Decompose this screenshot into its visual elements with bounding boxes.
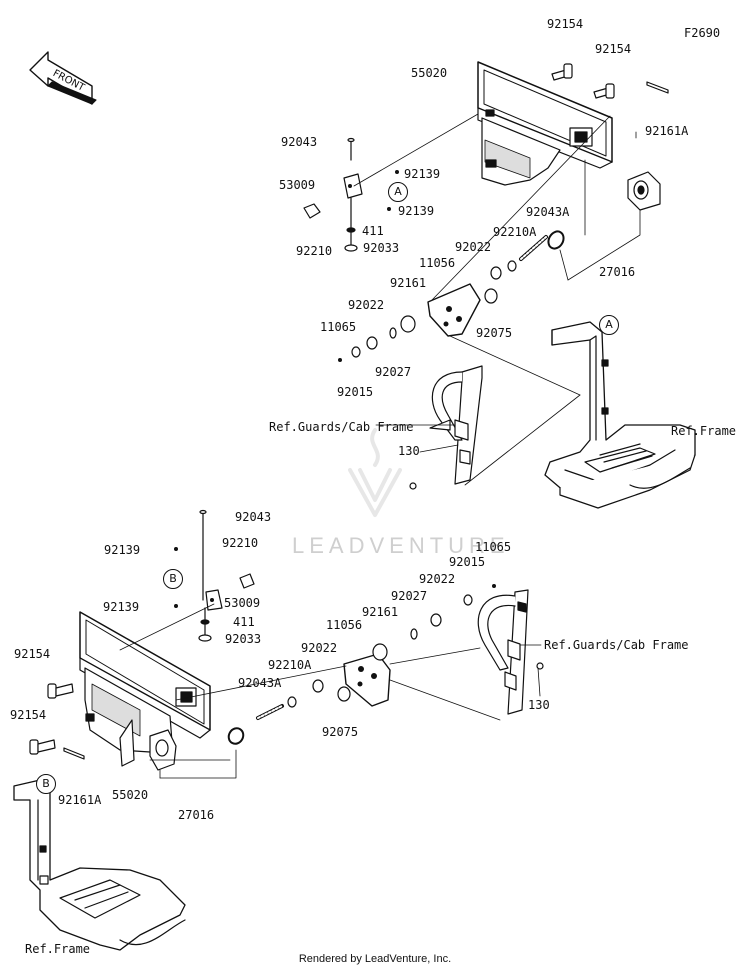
label-ref-frame-top: Ref.Frame [671, 424, 737, 438]
label-92139-d: 92139 [103, 600, 140, 614]
label-130-bot: 130 [528, 698, 550, 712]
knob-27016-top [547, 171, 661, 250]
label-92027-bot: 92027 [391, 589, 428, 603]
guard-arm-bottom [477, 589, 544, 715]
label-92161-top: 92161 [390, 276, 427, 290]
label-92154-c: 92154 [14, 647, 51, 661]
label-92022-b: 92022 [348, 298, 385, 312]
callout-b-top: B [163, 569, 183, 589]
frame-b [13, 779, 186, 951]
label-92043-bot: 92043 [235, 510, 272, 524]
label-11056-bot: 11056 [326, 618, 363, 632]
label-92075-bot: 92075 [322, 725, 359, 739]
label-55020-bot: 55020 [112, 788, 149, 802]
label-92210-bot: 92210 [222, 536, 259, 550]
label-92027-top: 92027 [375, 365, 412, 379]
label-55020-top: 55020 [411, 66, 448, 80]
shaft-92043a-bottom [256, 704, 284, 720]
front-arrow-icon: FRONT [29, 51, 97, 105]
label-92033-top: 92033 [363, 241, 400, 255]
label-92139-b: 92139 [398, 204, 435, 218]
guard-arm-top [409, 365, 483, 490]
label-92033-bot: 92033 [225, 632, 262, 646]
hardware-chain-top [338, 260, 517, 362]
label-92043a-bot: 92043A [238, 676, 282, 690]
label-92022-d: 92022 [301, 641, 338, 655]
label-92043a-top: 92043A [526, 205, 570, 219]
leadventure-watermark-icon [348, 428, 402, 517]
label-92043-top: 92043 [281, 135, 318, 149]
figure-code: F2690 [684, 26, 721, 40]
label-53009-bot: 53009 [224, 596, 261, 610]
label-92161-bot: 92161 [362, 605, 399, 619]
label-92022-c: 92022 [419, 572, 456, 586]
leader-lines-bottom [119, 603, 542, 779]
label-92139-a: 92139 [404, 167, 441, 181]
label-53009-top: 53009 [279, 178, 316, 192]
label-27016-top: 27016 [599, 265, 636, 279]
callout-a-top: A [388, 182, 408, 202]
mirror-head-top [477, 61, 613, 186]
label-92161a-top: 92161A [645, 124, 689, 138]
label-92154-d: 92154 [10, 708, 47, 722]
callout-b-frame: B [36, 774, 56, 794]
label-130-top: 130 [398, 444, 420, 458]
label-ref-frame-bot: Ref.Frame [25, 942, 91, 956]
watermark-text: LEADVENTURE [292, 533, 510, 558]
shaft-92043a-top [519, 235, 548, 261]
label-ref-guards-bot: Ref.Guards/Cab Frame [544, 638, 689, 652]
label-11065-top: 11065 [320, 320, 357, 334]
label-92154-a: 92154 [547, 17, 584, 31]
mirror-head-bottom [79, 611, 211, 767]
label-92161a-bot: 92161A [58, 793, 102, 807]
label-ref-guards-top: Ref.Guards/Cab Frame [269, 420, 414, 434]
label-411-top: 411 [362, 224, 384, 238]
label-92015-top: 92015 [337, 385, 374, 399]
label-27016-bot: 27016 [178, 808, 215, 822]
callout-a-frame: A [599, 315, 619, 335]
label-92154-b: 92154 [595, 42, 632, 56]
label-92139-c: 92139 [104, 543, 141, 557]
footer-credit: Rendered by LeadVenture, Inc. [298, 953, 452, 965]
bracket-53009-bottom [174, 509, 255, 642]
screw-92154-top [551, 63, 615, 99]
hardware-chain-bottom [287, 584, 496, 708]
frame-a [544, 321, 696, 509]
label-92210-top: 92210 [296, 244, 333, 258]
leader-lines-top [353, 113, 641, 486]
label-11065-bot: 11065 [475, 540, 512, 554]
screw-92154-bottom [29, 683, 74, 755]
label-411-bot: 411 [233, 615, 255, 629]
bracket-53009-top [303, 137, 399, 252]
label-92022-a: 92022 [455, 240, 492, 254]
label-92210a-top: 92210A [493, 225, 537, 239]
label-11056-top: 11056 [419, 256, 456, 270]
label-92015-bot: 92015 [449, 555, 486, 569]
label-92210a-bot: 92210A [268, 658, 312, 672]
label-92075-top: 92075 [476, 326, 513, 340]
